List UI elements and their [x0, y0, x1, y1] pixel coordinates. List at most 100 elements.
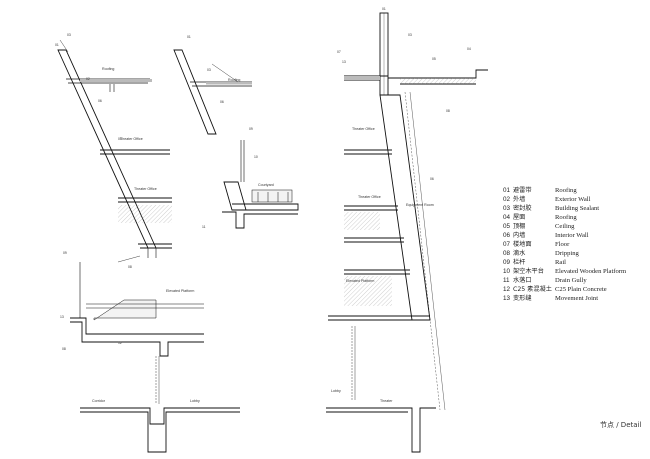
- detail-b-callouts: 01 03 06: [187, 35, 224, 104]
- legend-num: 12: [503, 286, 511, 293]
- detail-b-parapet: [173, 49, 252, 135]
- figure-caption: 节点 / Detail: [600, 421, 642, 429]
- legend-num: 01: [503, 187, 511, 194]
- legend-num: 11: [503, 277, 510, 284]
- legend-num: 09: [503, 259, 511, 266]
- svg-text:11: 11: [202, 225, 206, 229]
- label-theater-e: Theater: [380, 399, 393, 403]
- legend-num: 06: [503, 232, 511, 239]
- label-theater-office-a2: Theater Office: [134, 187, 157, 191]
- svg-text:05: 05: [432, 57, 436, 61]
- legend-en: C25 Plain Concrete: [555, 286, 607, 293]
- label-elevated-platform-e: Elevated Platform: [346, 279, 374, 283]
- legend-cn: C25 素混凝土: [513, 286, 552, 293]
- legend-num: 03: [503, 205, 511, 212]
- svg-text:12: 12: [118, 341, 122, 345]
- svg-text:01: 01: [187, 35, 191, 39]
- legend-cn: 避雷带: [513, 187, 532, 194]
- label-roofing-a: Roofing: [102, 67, 114, 71]
- legend-en: Movement Joint: [555, 295, 599, 302]
- legend-en: Drain Gully: [555, 277, 587, 284]
- legend-num: 10: [503, 268, 511, 275]
- legend-cn: 屋面: [513, 214, 526, 221]
- label-theater-office-e2: Theater Office: [358, 195, 381, 199]
- svg-text:04: 04: [467, 47, 471, 51]
- legend-en: Exterior Wall: [555, 196, 591, 203]
- legend-en: Building Sealant: [555, 205, 600, 212]
- detail-c-callouts: 09 10 11: [202, 127, 258, 229]
- svg-text:09: 09: [63, 251, 67, 255]
- legend-en: Ceiling: [555, 223, 575, 230]
- legend-en: Elevated Wooden Platform: [555, 268, 627, 275]
- legend-en: Floor: [555, 241, 570, 248]
- svg-text:13: 13: [342, 60, 346, 64]
- svg-text:06: 06: [220, 100, 224, 104]
- legend-num: 05: [503, 223, 511, 230]
- detail-c-drain: [222, 140, 299, 229]
- svg-text:13: 13: [60, 315, 64, 319]
- legend-cn: 栏杆: [513, 259, 526, 266]
- legend-cn: 外墙: [513, 196, 526, 203]
- svg-text:03: 03: [207, 68, 211, 72]
- legend-en: Interior Wall: [555, 232, 589, 239]
- svg-text:07: 07: [337, 50, 341, 54]
- detail-d-platform: [70, 262, 240, 453]
- svg-text:06: 06: [98, 99, 102, 103]
- svg-text:05: 05: [118, 137, 122, 141]
- svg-text:10: 10: [254, 155, 258, 159]
- legend-cn: 内墙: [513, 232, 526, 239]
- legend-cn: 楼地面: [513, 241, 532, 248]
- detail-a-slanted-wall: [57, 39, 172, 263]
- svg-text:06: 06: [430, 177, 434, 181]
- detail-e-callouts: 01 03 04 07 13 05 08 06: [337, 7, 471, 181]
- legend-num: 08: [503, 250, 511, 257]
- svg-text:08: 08: [446, 109, 450, 113]
- label-elevated-platform-d: Elevated Platform: [166, 289, 194, 293]
- legend-en: Roofing: [555, 187, 577, 194]
- svg-text:09: 09: [249, 127, 253, 131]
- label-roofing-b: Roofing: [228, 78, 240, 82]
- legend-en: Rail: [555, 259, 566, 266]
- legend-en: Dripping: [555, 250, 579, 257]
- svg-text:08: 08: [62, 347, 66, 351]
- legend-num: 07: [503, 241, 511, 248]
- legend-en: Roofing: [555, 214, 577, 221]
- svg-text:01: 01: [382, 7, 386, 11]
- legend-num: 13: [503, 295, 511, 302]
- detail-d-callouts: 09 13 08 12: [60, 251, 122, 351]
- svg-text:03: 03: [67, 33, 71, 37]
- detail-a-callouts: 03 01 02 06 05 08: [55, 33, 132, 269]
- svg-text:08: 08: [128, 265, 132, 269]
- label-courtyard: Courtyard: [258, 183, 274, 187]
- label-theater-office-a1: Theater Office: [120, 137, 143, 141]
- label-theater-office-e1: Theater Office: [352, 127, 375, 131]
- svg-text:02: 02: [86, 77, 90, 81]
- legend-cn: 顶棚: [513, 223, 526, 230]
- label-lobby-d: Lobby: [190, 399, 200, 403]
- label-lobby-e: Lobby: [331, 389, 341, 393]
- legend-num: 02: [503, 196, 511, 203]
- detail-e-facade-section: [326, 12, 488, 453]
- svg-text:03: 03: [408, 33, 412, 37]
- label-corridor-d: Corridor: [92, 399, 106, 403]
- legend-num: 04: [503, 214, 511, 221]
- legend-cn: 滴水: [513, 250, 526, 257]
- legend-cn: 架空木平台: [513, 268, 544, 275]
- svg-text:01: 01: [55, 43, 59, 47]
- legend-cn: 水落口: [513, 277, 532, 284]
